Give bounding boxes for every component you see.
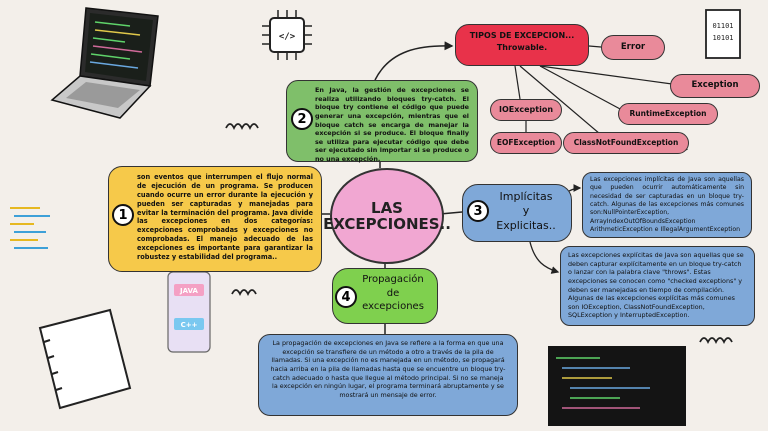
code-lines-icon: [10, 207, 50, 249]
java-label: JAVA: [179, 287, 198, 295]
spring-icon: [699, 337, 733, 345]
spring-icon: [231, 289, 257, 297]
explicit-exceptions-box: Las excepciones explícitas de Java son a…: [560, 246, 755, 326]
tree-line-ioe: [514, 65, 521, 100]
chip-code-label: </>: [279, 32, 296, 42]
spring-icon: [225, 123, 259, 131]
propagation-box: La propagación de excepciones en Java se…: [258, 334, 518, 416]
connector-s2-tree: [374, 41, 454, 81]
eof-exception-node: EOFException: [490, 132, 562, 154]
section-4-number: 4: [335, 286, 357, 308]
tree-line-classnf: [519, 65, 601, 135]
chip-icon: </>: [262, 10, 312, 60]
error-node: Error: [601, 35, 665, 60]
explicit-exceptions-text: Las excepciones explícitas de Java son a…: [568, 251, 744, 320]
section-2-number: 2: [291, 108, 313, 130]
implicit-exceptions-text: Las excepciones implícitas de Java son a…: [590, 176, 744, 234]
exception-tree-root-line1: TIPOS DE EXCEPCION...: [469, 31, 575, 40]
cpp-label: C++: [181, 321, 198, 329]
io-exception-node: IOException: [490, 99, 562, 121]
section-3-title-line1: Implícitas: [499, 190, 553, 203]
section-4-title-line1: Propagación: [362, 274, 424, 285]
exception-tree-root: TIPOS DE EXCEPCION... Throwable.: [455, 24, 589, 66]
section-1-text: son eventos que interrumpen el flujo nor…: [137, 173, 313, 262]
propagation-text: La propagación de excepciones en Java se…: [270, 339, 506, 399]
runtime-exception-node: RuntimeException: [618, 103, 718, 125]
tree-line-runtime: [539, 65, 623, 111]
section-3-number: 3: [467, 200, 489, 222]
laptop-icon: [50, 7, 159, 119]
section-2-try-catch: En Java, la gestión de excepciones se re…: [286, 80, 478, 164]
connector-s3-explicit: [529, 241, 560, 274]
section-1-definition: son eventos que interrumpen el flujo nor…: [108, 166, 322, 272]
section-3-title-line3: Explicitas..: [496, 218, 556, 232]
binary-line-1: 01101: [712, 22, 733, 30]
phone-icon: JAVA C++: [167, 271, 211, 353]
central-topic-label: LAS EXCEPCIONES..: [323, 198, 451, 233]
section-4-title-line2: de: [386, 287, 400, 299]
section-3-title-line2: y: [522, 204, 530, 218]
binary-document-icon: 01101 10101: [705, 9, 741, 59]
central-topic: LAS EXCEPCIONES..: [323, 168, 451, 264]
section-1-number: 1: [112, 204, 134, 226]
section-4-title-line3: excepciones: [362, 301, 424, 312]
tree-line-exception: [539, 65, 673, 85]
notebook-icon: [38, 308, 132, 410]
tree-line-error: [588, 45, 602, 48]
implicit-exceptions-box: Las excepciones implícitas de Java son a…: [582, 172, 752, 238]
code-screen-icon: [548, 346, 686, 426]
exception-node: Exception: [670, 74, 760, 98]
section-2-text: En Java, la gestión de excepciones se re…: [315, 86, 469, 164]
binary-line-2: 10101: [712, 34, 733, 42]
exception-tree-root-line2: Throwable.: [496, 43, 548, 52]
class-not-found-node: ClassNotFoundException: [563, 132, 689, 154]
